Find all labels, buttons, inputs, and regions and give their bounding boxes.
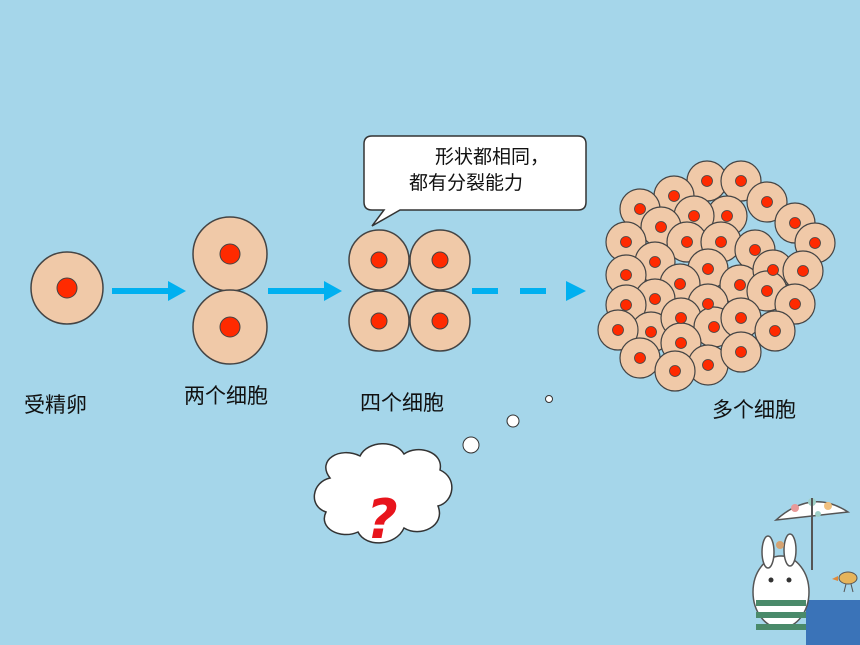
thought-cloud (313, 443, 453, 544)
bird-icon (832, 571, 858, 593)
cluster-nucleus (735, 346, 747, 358)
cluster-nucleus (620, 269, 632, 281)
arrow-1 (112, 281, 186, 301)
cluster-nucleus (701, 175, 713, 187)
cluster-nucleus (789, 298, 801, 310)
question-mark: ? (366, 488, 397, 551)
cluster-nucleus (735, 175, 747, 187)
cluster-nucleus (688, 210, 700, 222)
four-cells-label: 四个细胞 (360, 391, 444, 415)
cluster-nucleus (789, 217, 801, 229)
cluster-nucleus (668, 190, 680, 202)
cluster-nucleus (734, 279, 746, 291)
bunny-umbrella-icon (752, 498, 860, 645)
cluster-nucleus (620, 236, 632, 248)
thought-dots (462, 395, 553, 454)
cluster-nucleus (674, 278, 686, 290)
cluster-nucleus (702, 359, 714, 371)
many-cells-cluster (597, 160, 836, 392)
speech-bubble-text: 形状都相同， 都有分裂能力 (363, 136, 585, 208)
speech-bubble (363, 135, 587, 227)
cluster-nucleus (708, 321, 720, 333)
zygote-cell (30, 251, 104, 325)
arrow-2 (268, 281, 342, 301)
cluster-nucleus (669, 365, 681, 377)
cluster-nucleus (721, 210, 733, 222)
cluster-nucleus (681, 236, 693, 248)
cluster-nucleus (645, 326, 657, 338)
cluster-nucleus (769, 325, 781, 337)
two-cells (192, 216, 268, 365)
four-cells (348, 229, 471, 352)
cluster-nucleus (649, 256, 661, 268)
cluster-nucleus (702, 263, 714, 275)
cluster-nucleus (675, 312, 687, 324)
cluster-nucleus (649, 293, 661, 305)
cluster-nucleus (761, 196, 773, 208)
cluster-nucleus (761, 285, 773, 297)
cluster-nucleus (715, 236, 727, 248)
cluster-nucleus (735, 312, 747, 324)
cluster-nucleus (612, 324, 624, 336)
speech-bubble-line1: 形状都相同， (435, 146, 550, 168)
cluster-nucleus (702, 298, 714, 310)
cluster-nucleus (634, 352, 646, 364)
cluster-nucleus (675, 337, 687, 349)
dashed-arrow (472, 281, 586, 301)
zygote-label: 受精卵 (24, 393, 87, 417)
cluster-nucleus (809, 237, 821, 249)
many-cells-label: 多个细胞 (712, 398, 796, 422)
cluster-nucleus (634, 203, 646, 215)
cluster-nucleus (767, 264, 779, 276)
two-cells-label: 两个细胞 (184, 384, 268, 408)
cluster-nucleus (620, 299, 632, 311)
cluster-nucleus (797, 265, 809, 277)
cluster-nucleus (749, 244, 761, 256)
cluster-nucleus (655, 221, 667, 233)
speech-bubble-line2: 都有分裂能力 (409, 172, 524, 194)
